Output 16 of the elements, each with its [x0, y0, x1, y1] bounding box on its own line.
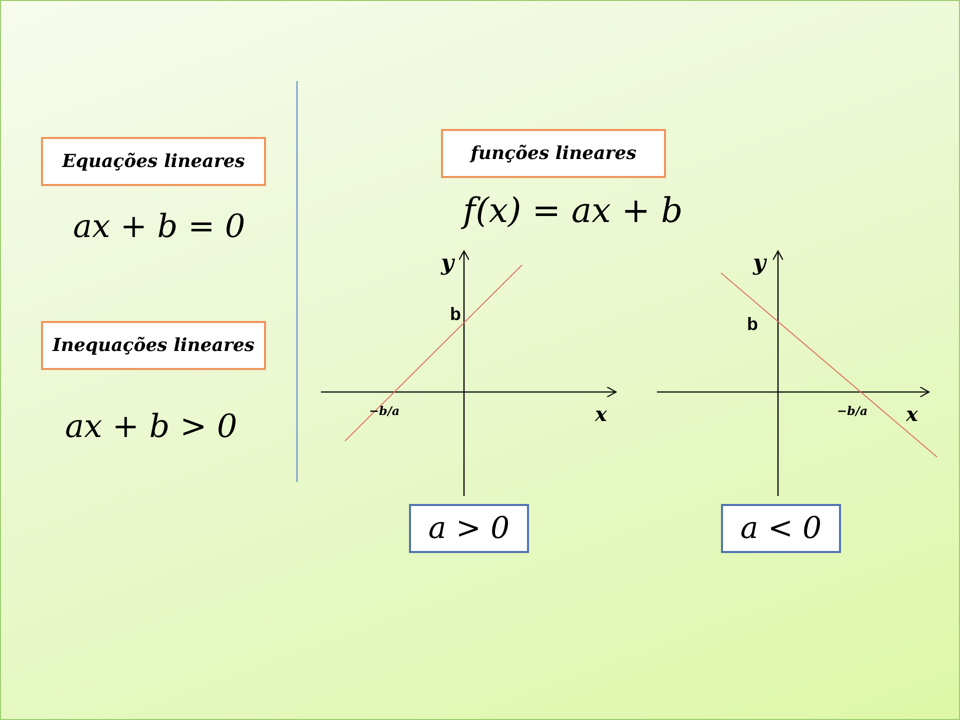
title-box: Inequações lineares — [41, 321, 266, 370]
intercept-label: b — [747, 315, 758, 335]
intercept-label: b — [450, 305, 461, 325]
function-formula: f(x) = ax + b — [463, 193, 683, 230]
condition-box: a > 0 — [409, 504, 529, 553]
root-label: −b/a — [837, 405, 868, 418]
condition-box: a < 0 — [721, 504, 841, 553]
inequation: ax + b > 0 — [65, 409, 238, 444]
axis-label: y — [753, 251, 766, 276]
equation: ax + b = 0 — [73, 209, 246, 244]
title-box: Equações lineares — [41, 137, 266, 186]
root-label: −b/a — [369, 405, 400, 418]
axis-label: y — [441, 251, 454, 276]
title-box: funções lineares — [441, 129, 666, 178]
axis-label: x — [595, 403, 607, 425]
axis-label: x — [906, 403, 918, 425]
